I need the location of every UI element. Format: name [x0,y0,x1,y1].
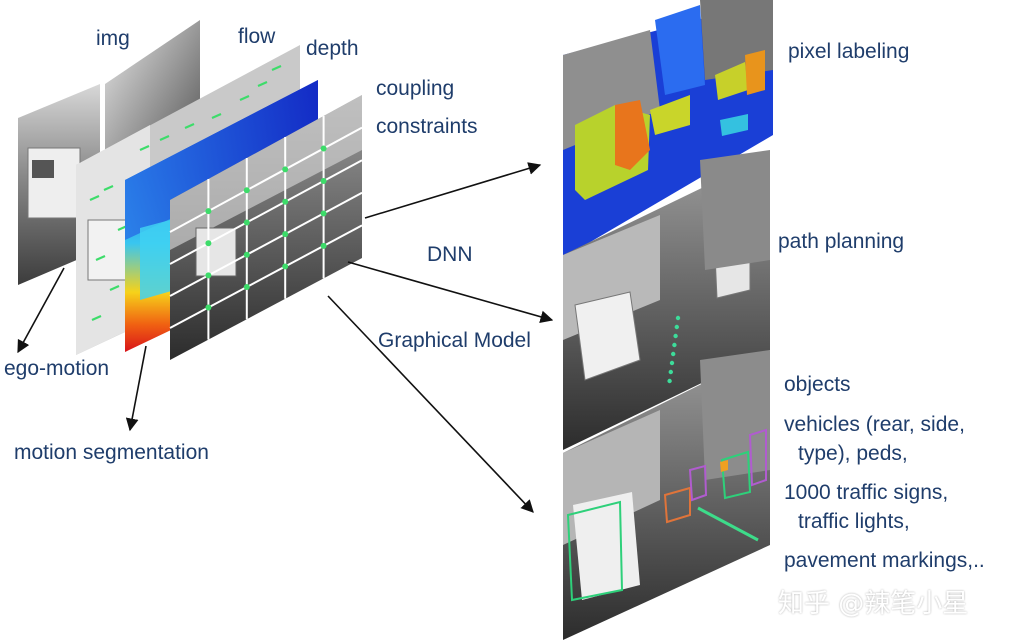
arrows [17,162,554,513]
label-depth: depth [306,37,359,60]
watermark: 知乎 @辣笔小星 [778,589,969,619]
label-pixel-labeling: pixel labeling [788,40,910,63]
constraint-grid [169,116,363,340]
pixel-labeling-panel [563,0,773,258]
label-ego-motion: ego-motion [4,357,110,380]
label-vehicles-2: type), peds, [798,442,908,465]
label-dnn: DNN [427,243,473,266]
label-objects: objects [784,373,851,396]
label-graphical-model: Graphical Model [378,329,531,352]
path-planning-panel [563,150,770,450]
label-coupling: coupling [376,77,455,100]
label-pavement: pavement markings,.. [784,549,985,572]
label-signs-1: 1000 traffic signs, [784,481,949,504]
label-vehicles-1: vehicles (rear, side, [784,413,965,436]
label-constraints: constraints [376,115,478,138]
label-signs-2: traffic lights, [798,510,910,533]
objects-panel [563,350,770,640]
label-motion-segmentation: motion segmentation [14,441,209,464]
coupling-grid-layer [170,95,362,360]
label-flow: flow [238,25,276,48]
label-img: img [96,27,130,50]
planned-path [667,315,681,384]
label-path-planning: path planning [778,230,905,253]
